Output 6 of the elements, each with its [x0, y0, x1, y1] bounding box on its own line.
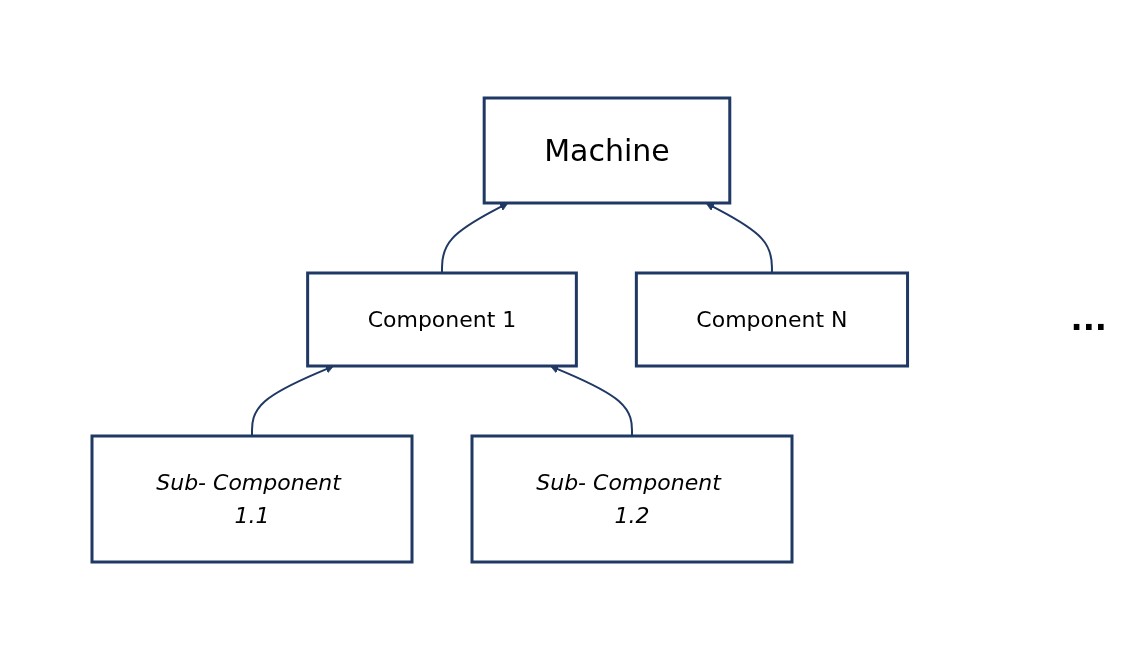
- node-box: Sub- Component 1.2: [470, 434, 794, 563]
- node-box: Component 1: [306, 271, 579, 367]
- node-box: Machine: [482, 96, 732, 204]
- node-box: Component N: [635, 271, 910, 367]
- node-box: Sub- Component 1.1: [90, 434, 414, 563]
- ellipsis-text: ...: [1070, 300, 1107, 338]
